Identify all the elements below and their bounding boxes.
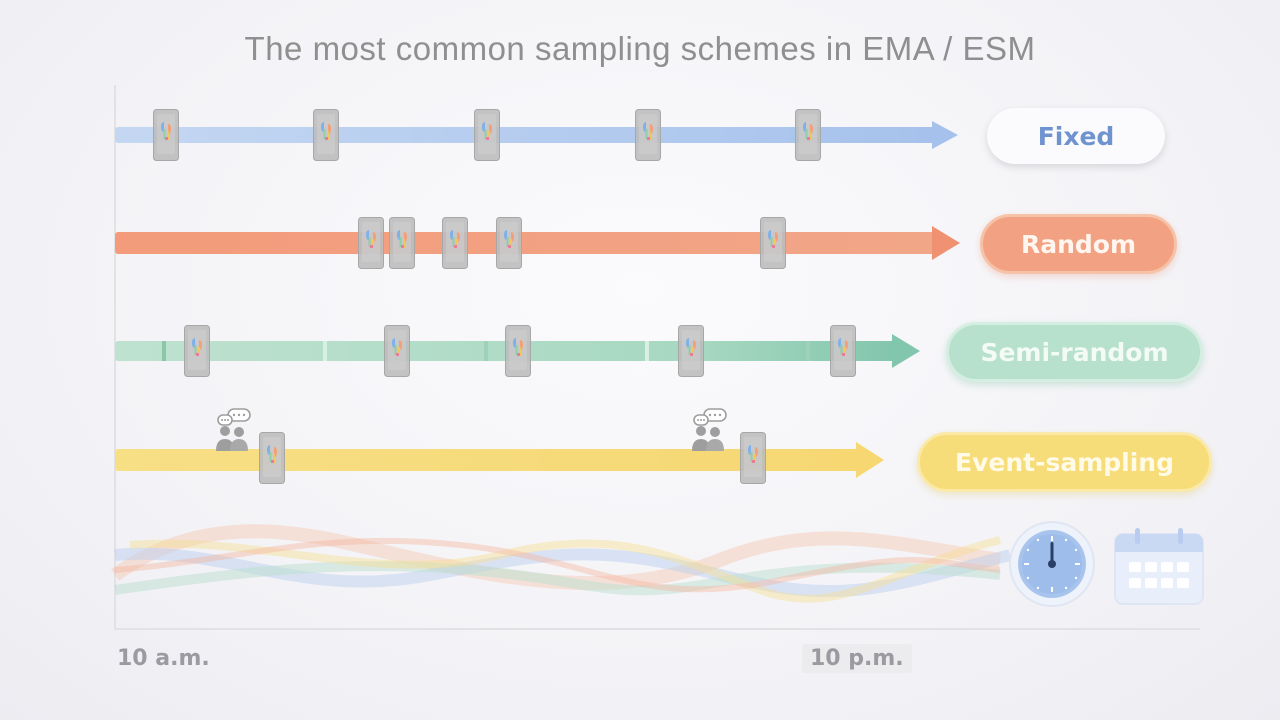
- wave-lines: [110, 524, 1012, 603]
- phone-icon: [313, 109, 339, 161]
- phone-icon: [760, 217, 786, 269]
- random-arrow-shaft: [115, 232, 935, 254]
- timeline-event-sampling: [115, 408, 884, 484]
- phone-icon: [740, 432, 766, 484]
- scheme-label-event-sampling: Event-sampling: [917, 432, 1212, 492]
- semi-random-arrow-head: [892, 334, 920, 368]
- phone-icon: [153, 109, 179, 161]
- timeline-random: [115, 217, 960, 269]
- scheme-label-random: Random: [980, 214, 1177, 274]
- phone-icon: [389, 217, 415, 269]
- scheme-label-semi-random: Semi-random: [946, 322, 1203, 382]
- fixed-arrow-head: [932, 121, 958, 149]
- segment-divider: [806, 341, 810, 361]
- x-axis-end-label: 10 p.m.: [802, 644, 912, 673]
- phone-icon: [795, 109, 821, 161]
- segment-divider: [484, 341, 488, 361]
- random-arrow-head: [932, 226, 960, 260]
- clock-icon: [1009, 521, 1095, 607]
- phone-icon: [505, 325, 531, 377]
- phone-icon: [830, 325, 856, 377]
- event-sampling-arrow-shaft: [115, 449, 860, 471]
- segment-divider: [645, 341, 649, 361]
- phone-icon: [259, 432, 285, 484]
- phone-icon: [184, 325, 210, 377]
- phone-icon: [442, 217, 468, 269]
- phone-icon: [496, 217, 522, 269]
- timeline-semi-random: [115, 325, 920, 377]
- phone-icon: [678, 325, 704, 377]
- people-chat-icon: [215, 408, 251, 451]
- timeline-fixed: [115, 109, 958, 161]
- calendar-icon: [1114, 528, 1204, 605]
- x-axis-start-label: 10 a.m.: [117, 646, 210, 671]
- phone-icon: [474, 109, 500, 161]
- segment-divider: [162, 341, 166, 361]
- event-sampling-arrow-head: [856, 442, 884, 478]
- scheme-label-fixed: Fixed: [987, 108, 1165, 164]
- segment-divider: [323, 341, 327, 361]
- x-axis-line: [114, 628, 1200, 630]
- people-chat-icon: [691, 408, 727, 451]
- page-title: The most common sampling schemes in EMA …: [244, 30, 1036, 67]
- phone-icon: [358, 217, 384, 269]
- phone-icon: [635, 109, 661, 161]
- phone-icon: [384, 325, 410, 377]
